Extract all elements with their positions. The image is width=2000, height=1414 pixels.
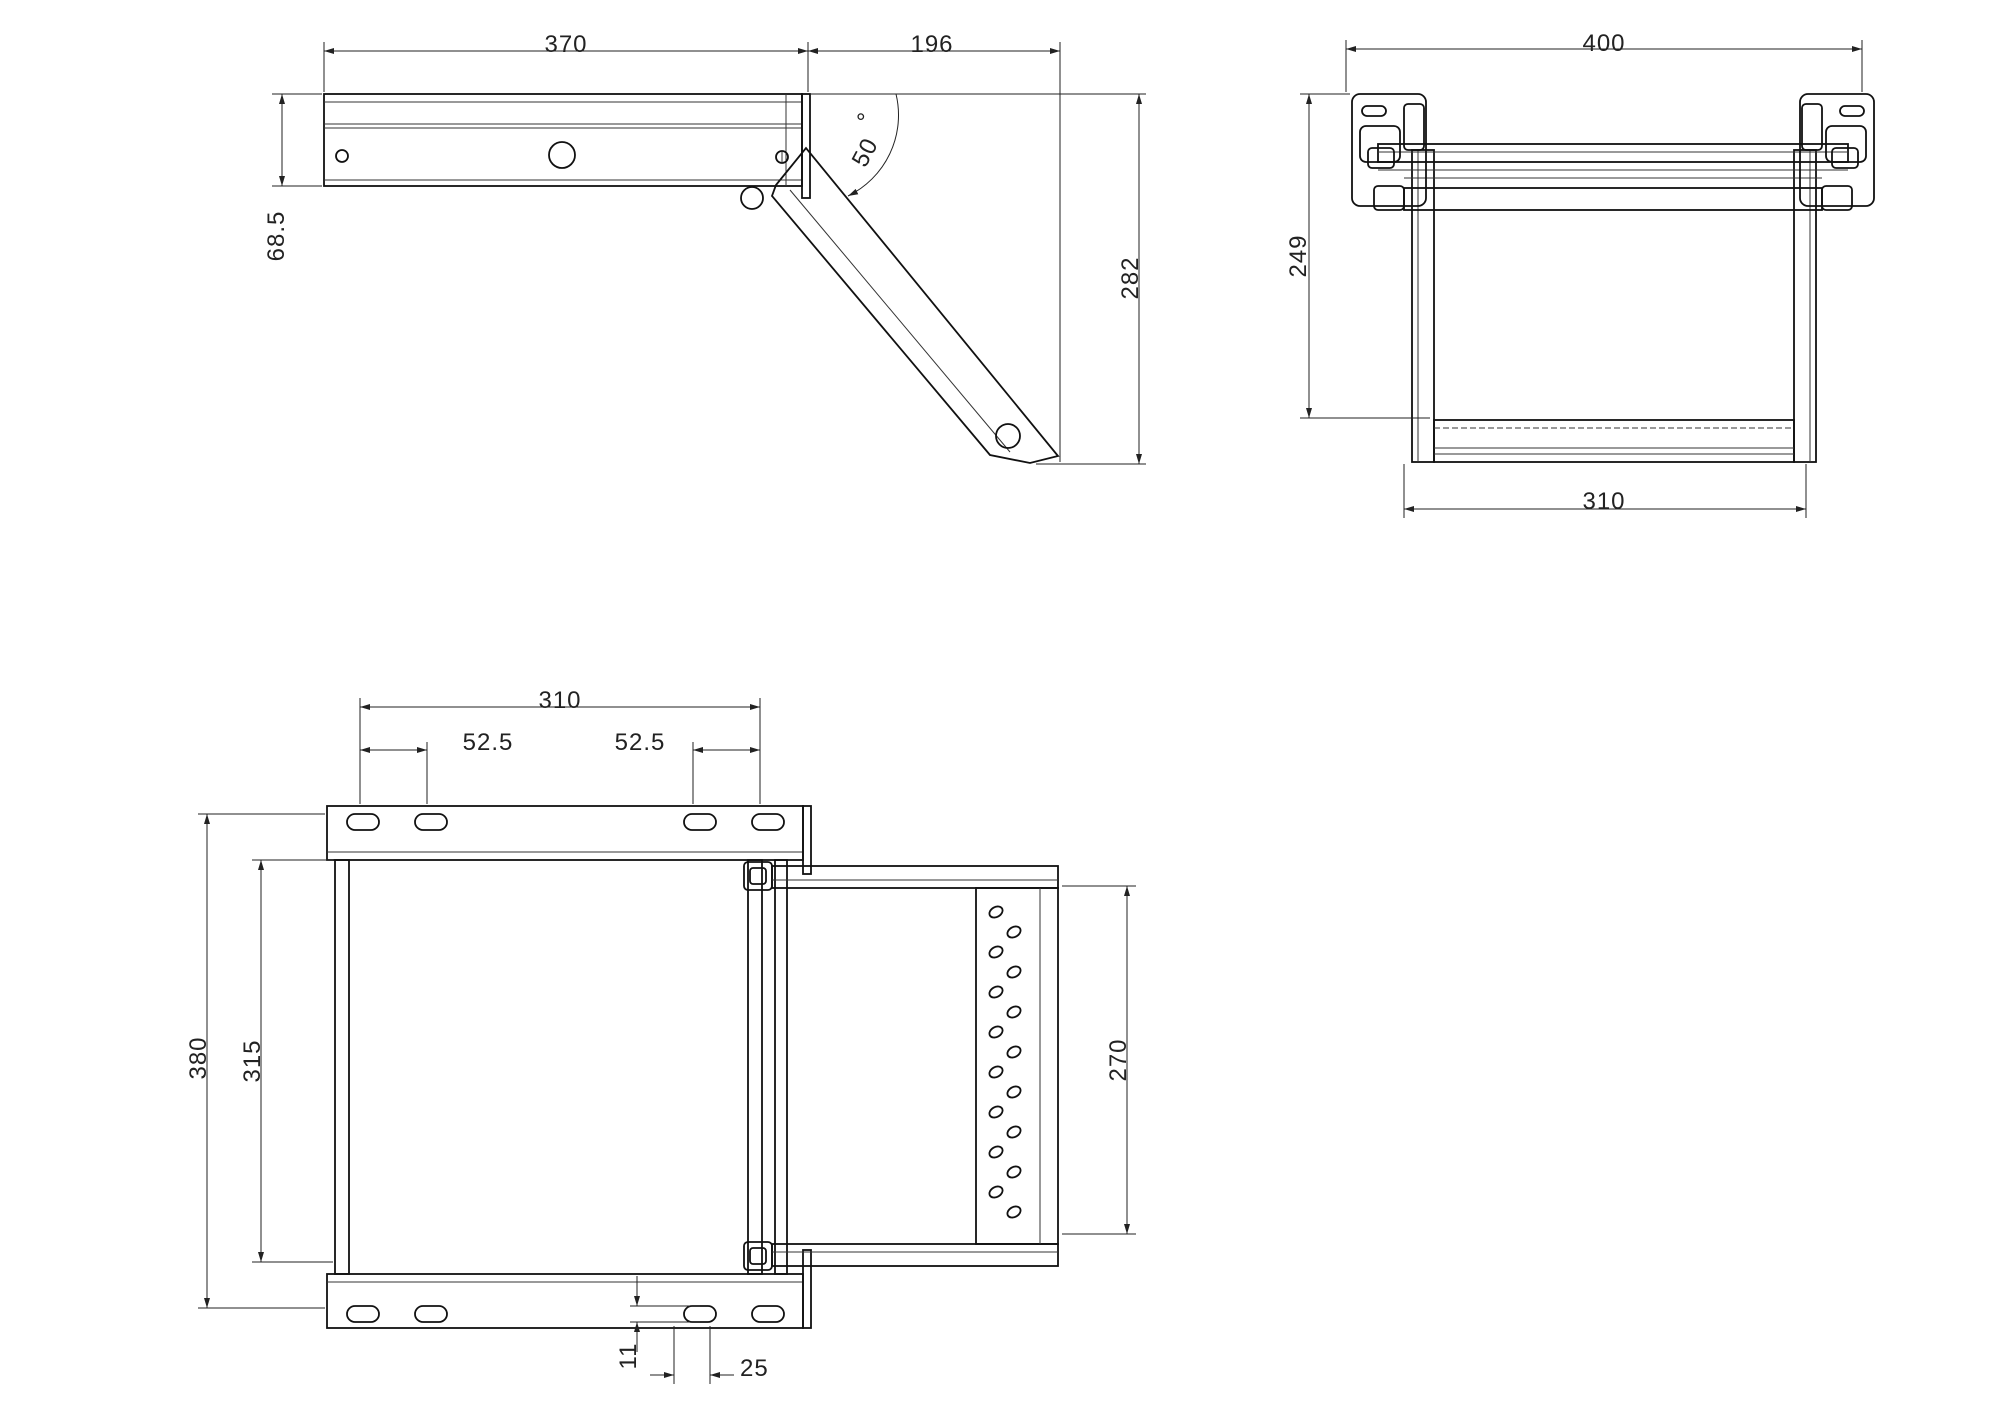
dim-front-step-width: 310 (1582, 488, 1625, 515)
top-end-plate (802, 1249, 812, 1329)
front-leg-left (1411, 149, 1435, 463)
slot-icon (414, 813, 448, 831)
top-rail-right (774, 859, 788, 1275)
step-arm-upper (771, 865, 1059, 889)
slot-icon (1839, 105, 1865, 117)
dim-slot-width: 25 (740, 1355, 769, 1382)
tread-holes (988, 905, 1022, 1219)
front-step (1433, 419, 1795, 463)
side-view: 370 196 50 ° 68.5 282 (263, 31, 1146, 465)
slot-icon (751, 1305, 785, 1323)
dim-step-depth: 270 (1105, 1038, 1132, 1081)
top-rail-mid (747, 859, 763, 1275)
front-bracket-left (1351, 93, 1427, 207)
side-arm (770, 146, 1060, 464)
slot-icon (414, 1305, 448, 1323)
rivet-icon (335, 149, 349, 163)
front-bracket-right (1799, 93, 1875, 207)
dim-slot-right: 52.5 (615, 729, 666, 756)
dim-slot-left: 52.5 (463, 729, 514, 756)
front-cross-bar (1403, 187, 1823, 211)
dim-angle: 50 (847, 133, 884, 171)
arm-end-hole-icon (995, 423, 1021, 449)
step-arm-lower (771, 1243, 1059, 1267)
front-top-rail (1377, 143, 1849, 163)
dim-top-depth: 380 (185, 1036, 212, 1079)
slot-icon (346, 1305, 380, 1323)
dim-front-height: 249 (1285, 234, 1312, 277)
top-view: 310 52.5 52.5 380 315 270 (185, 687, 1136, 1384)
dim-front-width: 400 (1582, 30, 1625, 57)
top-rail-left (334, 859, 350, 1275)
top-end-plate (802, 805, 812, 875)
degree-symbol: ° (856, 109, 867, 136)
pivot-hole-icon (548, 141, 576, 169)
slot-icon (751, 813, 785, 831)
slot-icon (346, 813, 380, 831)
side-end-plate (801, 93, 811, 199)
stop-pin-icon (740, 186, 764, 210)
front-view: 400 249 310 (1285, 30, 1875, 518)
front-leg-right (1793, 149, 1817, 463)
dim-side-reach: 196 (910, 31, 953, 58)
top-step-tread (975, 887, 1059, 1245)
side-channel (323, 93, 803, 187)
dim-side-length: 370 (544, 31, 587, 58)
dim-slot-height: 11 (615, 1343, 642, 1370)
dim-top-width: 310 (538, 687, 581, 714)
dim-side-height: 68.5 (263, 211, 290, 262)
slot-icon (683, 1305, 717, 1323)
dim-top-inner: 315 (239, 1039, 266, 1082)
dim-side-total-height: 282 (1117, 256, 1144, 299)
slot-icon (683, 813, 717, 831)
slot-icon (1361, 105, 1387, 117)
